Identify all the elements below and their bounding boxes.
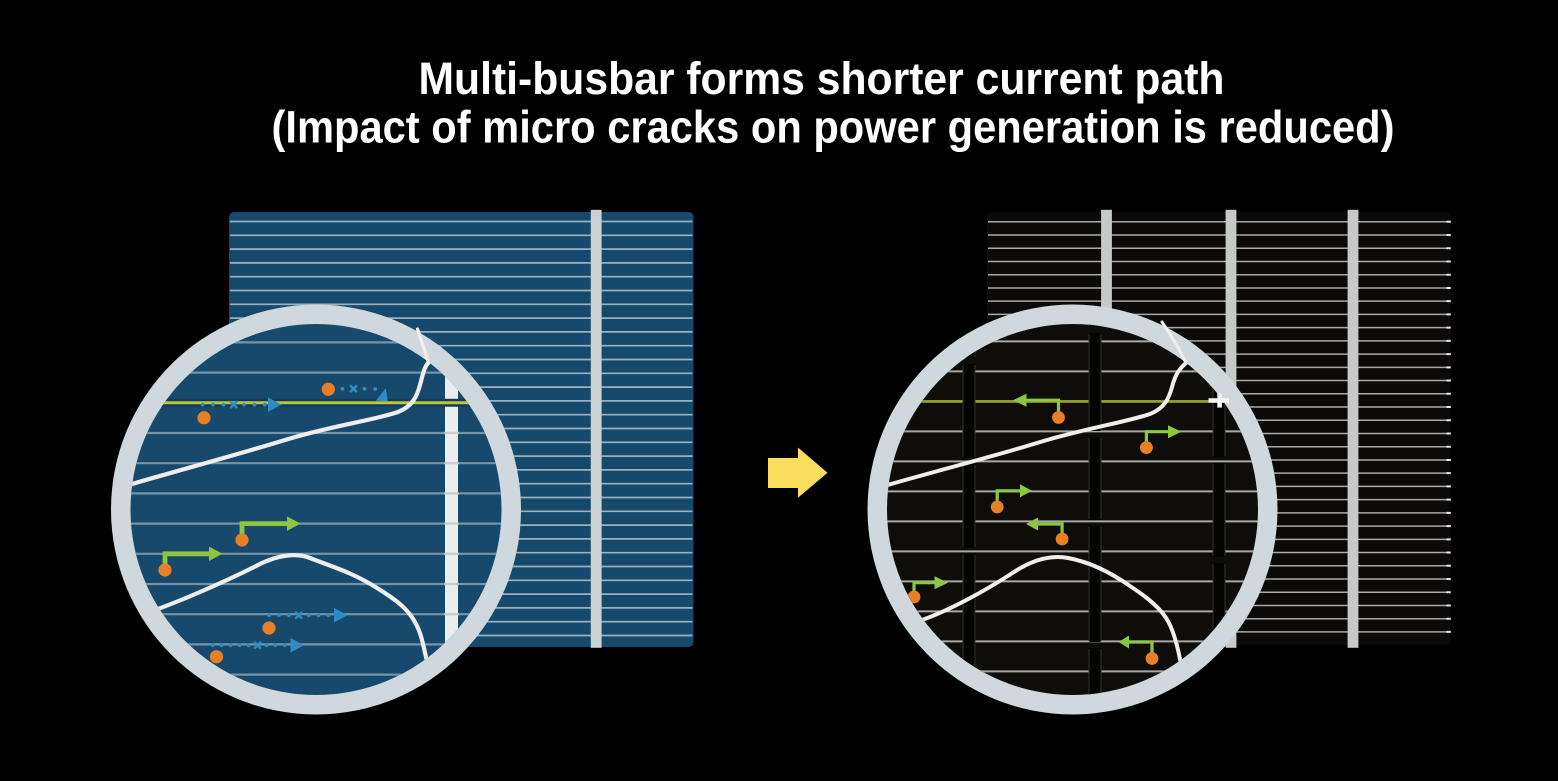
svg-text:Multi-busbar forms shorter cur: Multi-busbar forms shorter current path bbox=[419, 53, 1225, 104]
svg-text:(Impact of micro cracks on pow: (Impact of micro cracks on power generat… bbox=[272, 102, 1395, 153]
